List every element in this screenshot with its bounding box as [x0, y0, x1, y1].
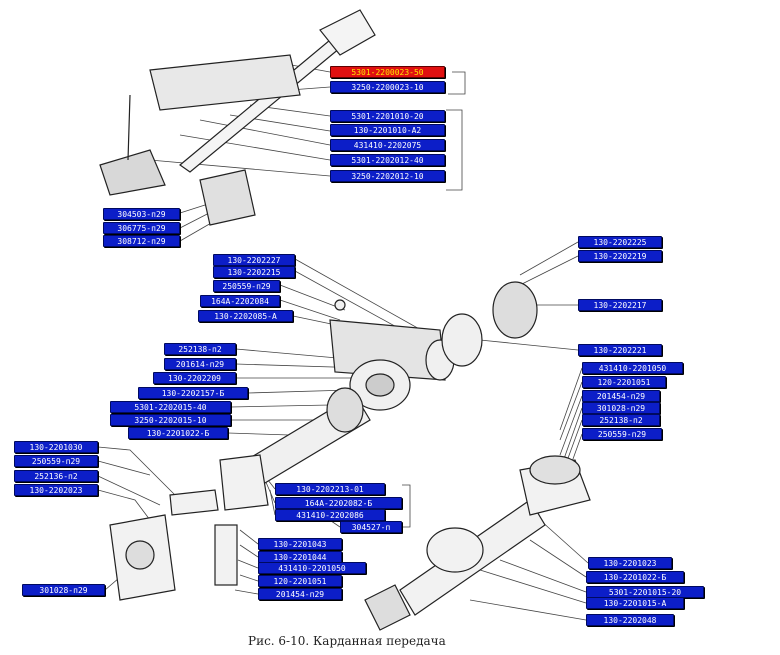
part-label[interactable]: 120-2201051 — [582, 376, 666, 388]
part-label[interactable]: 164А-2202082-Б — [275, 497, 402, 509]
part-label[interactable]: 250559-п29 — [582, 428, 662, 440]
part-label[interactable]: 201454-п29 — [582, 390, 660, 402]
part-label[interactable]: 130-2202157-Б — [138, 387, 248, 399]
part-label[interactable]: 3250-2202015-10 — [110, 414, 231, 426]
part-label[interactable]: 130-2201010-А2 — [330, 124, 445, 136]
part-label[interactable]: 130-2202048 — [586, 614, 674, 626]
part-label[interactable]: 130-2201030 — [14, 441, 98, 453]
part-label[interactable]: 5301-2201010-20 — [330, 110, 445, 122]
part-label[interactable]: 130-2202209 — [153, 372, 236, 384]
part-label[interactable]: 5301-2200023-50 — [330, 66, 445, 78]
part-label[interactable]: 306775-п29 — [103, 222, 180, 234]
part-label[interactable]: 130-2201015-А — [586, 597, 684, 609]
part-label[interactable]: 130-2202023 — [14, 484, 98, 496]
part-label[interactable]: 250559-п29 — [14, 455, 98, 467]
figure-caption: Рис. 6-10. Карданная передача — [248, 634, 446, 648]
part-label[interactable]: 164А-2202084 — [200, 295, 280, 307]
part-label[interactable]: 201454-п29 — [258, 588, 342, 600]
part-label[interactable]: 130-2201023 — [588, 557, 672, 569]
part-label[interactable]: 431410-2201050 — [258, 562, 366, 574]
part-label[interactable]: 130-2202221 — [578, 344, 662, 356]
part-label[interactable]: 250559-п29 — [213, 280, 280, 292]
part-label[interactable]: 5301-2202012-40 — [330, 154, 445, 166]
part-label[interactable]: 431410-2202086 — [275, 509, 385, 521]
part-label[interactable]: 130-2202085-А — [198, 310, 293, 322]
part-label[interactable]: 130-2202225 — [578, 236, 662, 248]
part-label[interactable]: 3250-2200023-10 — [330, 81, 445, 93]
part-label[interactable]: 431410-2202075 — [330, 139, 445, 151]
part-label[interactable]: 304527-п — [340, 521, 402, 533]
part-label[interactable]: 301028-п29 — [22, 584, 105, 596]
part-label[interactable]: 3250-2202012-10 — [330, 170, 445, 182]
part-label[interactable]: 130-2202217 — [578, 299, 662, 311]
part-label[interactable]: 308712-п29 — [103, 235, 180, 247]
part-label[interactable]: 130-2201022-Б — [128, 427, 228, 439]
part-label[interactable]: 201614-п29 — [164, 358, 236, 370]
part-label[interactable]: 120-2201051 — [258, 575, 342, 587]
part-label[interactable]: 252136-п2 — [14, 470, 98, 482]
part-label[interactable]: 130-2201022-Б — [586, 571, 684, 583]
part-label[interactable]: 304503-п29 — [103, 208, 180, 220]
part-label[interactable]: 252138-п2 — [164, 343, 236, 355]
part-label[interactable]: 130-2201043 — [258, 538, 342, 550]
part-label[interactable]: 252138-п2 — [582, 414, 660, 426]
part-label[interactable]: 130-2202215 — [213, 266, 295, 278]
part-label[interactable]: 5301-2202015-40 — [110, 401, 231, 413]
part-label[interactable]: 130-2202213-01 — [275, 483, 385, 495]
part-label[interactable]: 431410-2201050 — [582, 362, 683, 374]
part-label[interactable]: 130-2202219 — [578, 250, 662, 262]
part-label[interactable]: 130-2202227 — [213, 254, 295, 266]
part-label[interactable]: 301028-п29 — [582, 402, 660, 414]
